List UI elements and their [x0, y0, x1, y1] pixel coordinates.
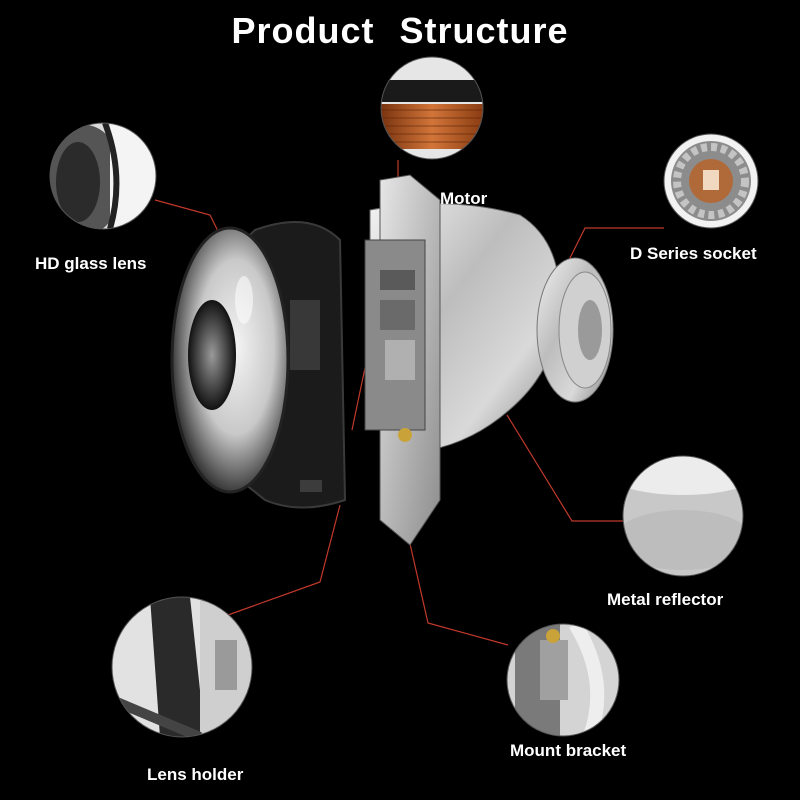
leader-line-lens-holder [227, 504, 341, 616]
leader-line-bracket [407, 534, 509, 646]
projector-lens-assembly [170, 174, 614, 546]
detail-circle-motor [380, 56, 484, 160]
detail-circle-hd-glass-lens [49, 122, 157, 230]
detail-circle-lens-holder [111, 596, 253, 738]
leader-line-reflector [506, 414, 625, 522]
label-mount-bracket: Mount bracket [510, 741, 627, 760]
label-lens-holder: Lens holder [147, 765, 244, 784]
detail-circle-mount-bracket [506, 623, 620, 737]
leader-line-socket [562, 227, 664, 273]
detail-circle-metal-reflector [622, 455, 744, 577]
label-hd-glass-lens: HD glass lens [35, 254, 147, 273]
detail-circle-d-series-socket [663, 133, 759, 229]
page-title: Product Structure [231, 10, 569, 51]
label-metal-reflector: Metal reflector [607, 590, 724, 609]
label-motor: Motor [440, 189, 488, 208]
label-d-series-socket: D Series socket [630, 244, 757, 263]
